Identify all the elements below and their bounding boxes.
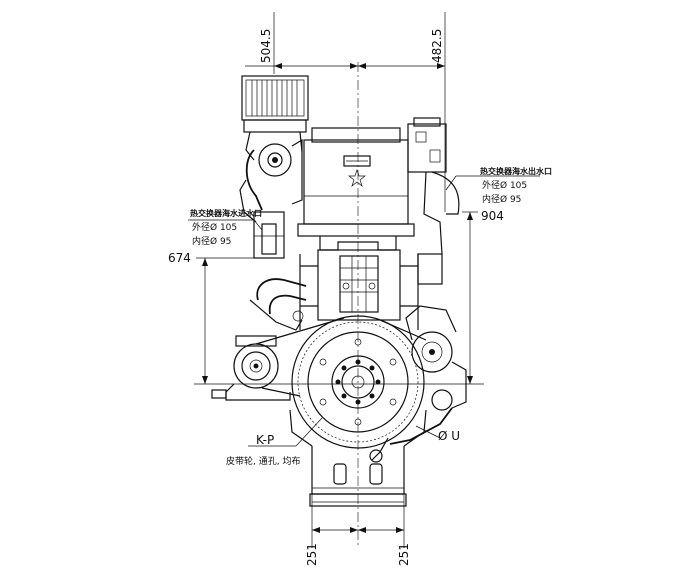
dim-left-height: 674 bbox=[168, 251, 191, 265]
left-height-dimension: 674 bbox=[168, 251, 256, 384]
inlet-inner-value: Ø 95 bbox=[210, 236, 231, 247]
pulley-label: K-P 皮带轮, 通孔, 均布 bbox=[226, 417, 323, 467]
outlet-inner-value: Ø 95 bbox=[500, 194, 521, 205]
expansion-tank bbox=[407, 117, 460, 285]
outlet-title: 热交换器海水出水口 bbox=[480, 166, 552, 176]
turbocharger bbox=[239, 138, 303, 259]
outlet-outer-prefix: 外径 bbox=[482, 179, 500, 191]
u-label: Ø U bbox=[415, 425, 460, 443]
pulley-outer-holes bbox=[319, 338, 397, 426]
top-dimensions: 504.5 482.5 bbox=[245, 12, 446, 212]
dim-top-right: 482.5 bbox=[430, 29, 444, 63]
dim-right-height: 904 bbox=[481, 209, 504, 223]
pulley-code: K-P bbox=[256, 433, 274, 447]
right-height-dimension: 904 bbox=[462, 209, 504, 384]
outlet-label: 热交换器海水出水口 外径 Ø 105 内径 Ø 95 bbox=[445, 166, 552, 205]
exhaust-elbow bbox=[249, 278, 307, 331]
flywheel-housing-lower bbox=[289, 409, 427, 507]
air-filter bbox=[241, 75, 309, 161]
sea-water-pump bbox=[369, 305, 467, 463]
crank-pulley bbox=[291, 315, 425, 449]
heat-exchanger-top bbox=[297, 127, 415, 251]
inlet-outer-value: Ø 105 bbox=[210, 222, 237, 233]
inlet-inner-prefix: 内径 bbox=[192, 235, 210, 247]
outlet-inner-prefix: 内径 bbox=[482, 193, 500, 205]
pulley-bolt-holes bbox=[335, 359, 381, 405]
u-dimension: Ø U bbox=[438, 429, 460, 443]
outlet-outer-value: Ø 105 bbox=[500, 180, 527, 191]
alternator bbox=[211, 335, 291, 401]
inlet-label: 热交换器海水进水口 外径 Ø 105 内径 Ø 95 bbox=[188, 208, 263, 247]
bottom-dimensions: 251 251 bbox=[305, 492, 411, 566]
dim-top-left: 504.5 bbox=[259, 29, 273, 63]
inlet-outer-prefix: 外径 bbox=[192, 221, 210, 233]
inlet-title: 热交换器海水进水口 bbox=[190, 208, 262, 218]
engine-block bbox=[299, 249, 419, 330]
dim-bottom-left: 251 bbox=[305, 543, 319, 566]
dim-bottom-right: 251 bbox=[397, 543, 411, 566]
pulley-desc: 皮带轮, 通孔, 均布 bbox=[226, 455, 300, 467]
